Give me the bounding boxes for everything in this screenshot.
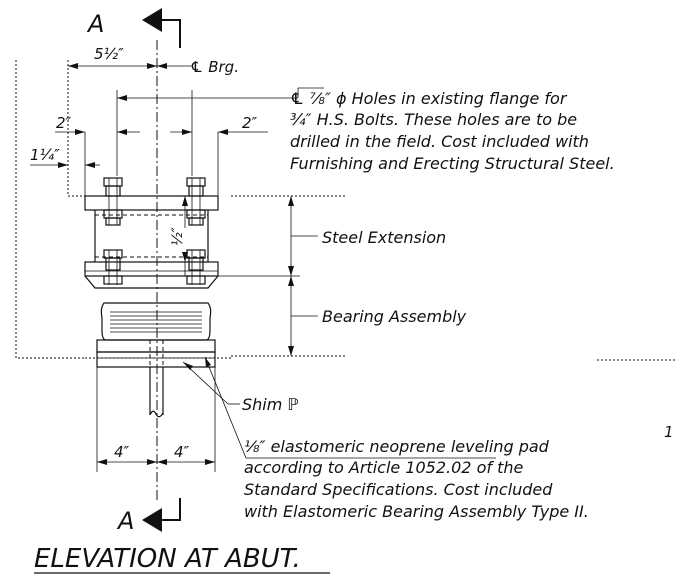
svg-text:2″: 2″ (242, 114, 258, 132)
pad-leader (204, 356, 496, 459)
steel-extension (84, 195, 219, 289)
svg-text:℄ Brg.: ℄ Brg. (190, 58, 239, 76)
section-arrow-icon (142, 508, 162, 532)
dim-2-left: 2″ (55, 114, 140, 196)
svg-text:Furnishing and Erecting Struct: Furnishing and Erecting Structural Steel… (290, 154, 615, 173)
bearing-assembly-label: Bearing Assembly (322, 307, 467, 326)
section-arrow-icon (142, 8, 162, 32)
drawing-title: ELEVATION AT ABUT. (34, 544, 330, 574)
svg-text:Standard Specifications. Cost: Standard Specifications. Cost included (244, 480, 553, 499)
svg-text:with Elastomeric Bearing Assem: with Elastomeric Bearing Assembly Type I… (244, 502, 589, 521)
holes-leader (116, 87, 324, 176)
dim-1-quarter: 1¼″ (30, 146, 100, 168)
svg-text:A: A (86, 10, 104, 38)
holes-note: ℄ ⅞″ ϕ Holes in existing flange for ¾″ H… (290, 89, 615, 173)
dim-4-bottom: 4″ 4″ (96, 367, 216, 472)
svg-text:½″: ½″ (170, 226, 186, 246)
svg-text:4″: 4″ (114, 443, 130, 461)
pad-note: ⅛″ elastomeric neoprene leveling pad acc… (244, 437, 589, 521)
shim-plate-label: Shim ℙ (242, 395, 299, 414)
svg-text:1¼″: 1¼″ (30, 146, 60, 164)
dim-2-right: 2″ (170, 114, 268, 196)
steel-extension-label: Steel Extension (322, 228, 446, 247)
cl-brg-label: ℄ Brg. (157, 58, 239, 76)
dim-half: ½″ (170, 196, 188, 276)
bolts (103, 177, 206, 285)
shim-leader (182, 361, 240, 405)
bearing-assembly (96, 302, 216, 368)
svg-text:according to Article 1052.02 o: according to Article 1052.02 of the (244, 458, 523, 477)
margin-fragment: 1 (664, 423, 674, 441)
svg-text:¾″ H.S. Bolts. These holes ar: ¾″ H.S. Bolts. These holes are to be (290, 110, 577, 129)
svg-text:4″: 4″ (174, 443, 190, 461)
svg-text:5½″: 5½″ (94, 45, 124, 63)
svg-text:⅛″ elastomeric neoprene leveli: ⅛″ elastomeric neoprene leveling pad (244, 437, 550, 456)
dim-5-half: 5½″ (68, 45, 157, 69)
svg-text:2″: 2″ (56, 114, 72, 132)
section-marker-top: A (86, 8, 181, 48)
svg-text:℄ ⅞″ ϕ Holes in existing flang: ℄ ⅞″ ϕ Holes in existing flange for (290, 89, 568, 108)
section-marker-bottom: A (116, 498, 181, 535)
anchor-bolt (149, 367, 164, 418)
dim-vertical-right (218, 196, 318, 356)
svg-text:A: A (116, 507, 134, 535)
svg-text:drilled in the field. Cost in: drilled in the field. Cost included with (290, 132, 589, 151)
svg-text:ELEVATION AT ABUT.: ELEVATION AT ABUT. (34, 544, 301, 574)
